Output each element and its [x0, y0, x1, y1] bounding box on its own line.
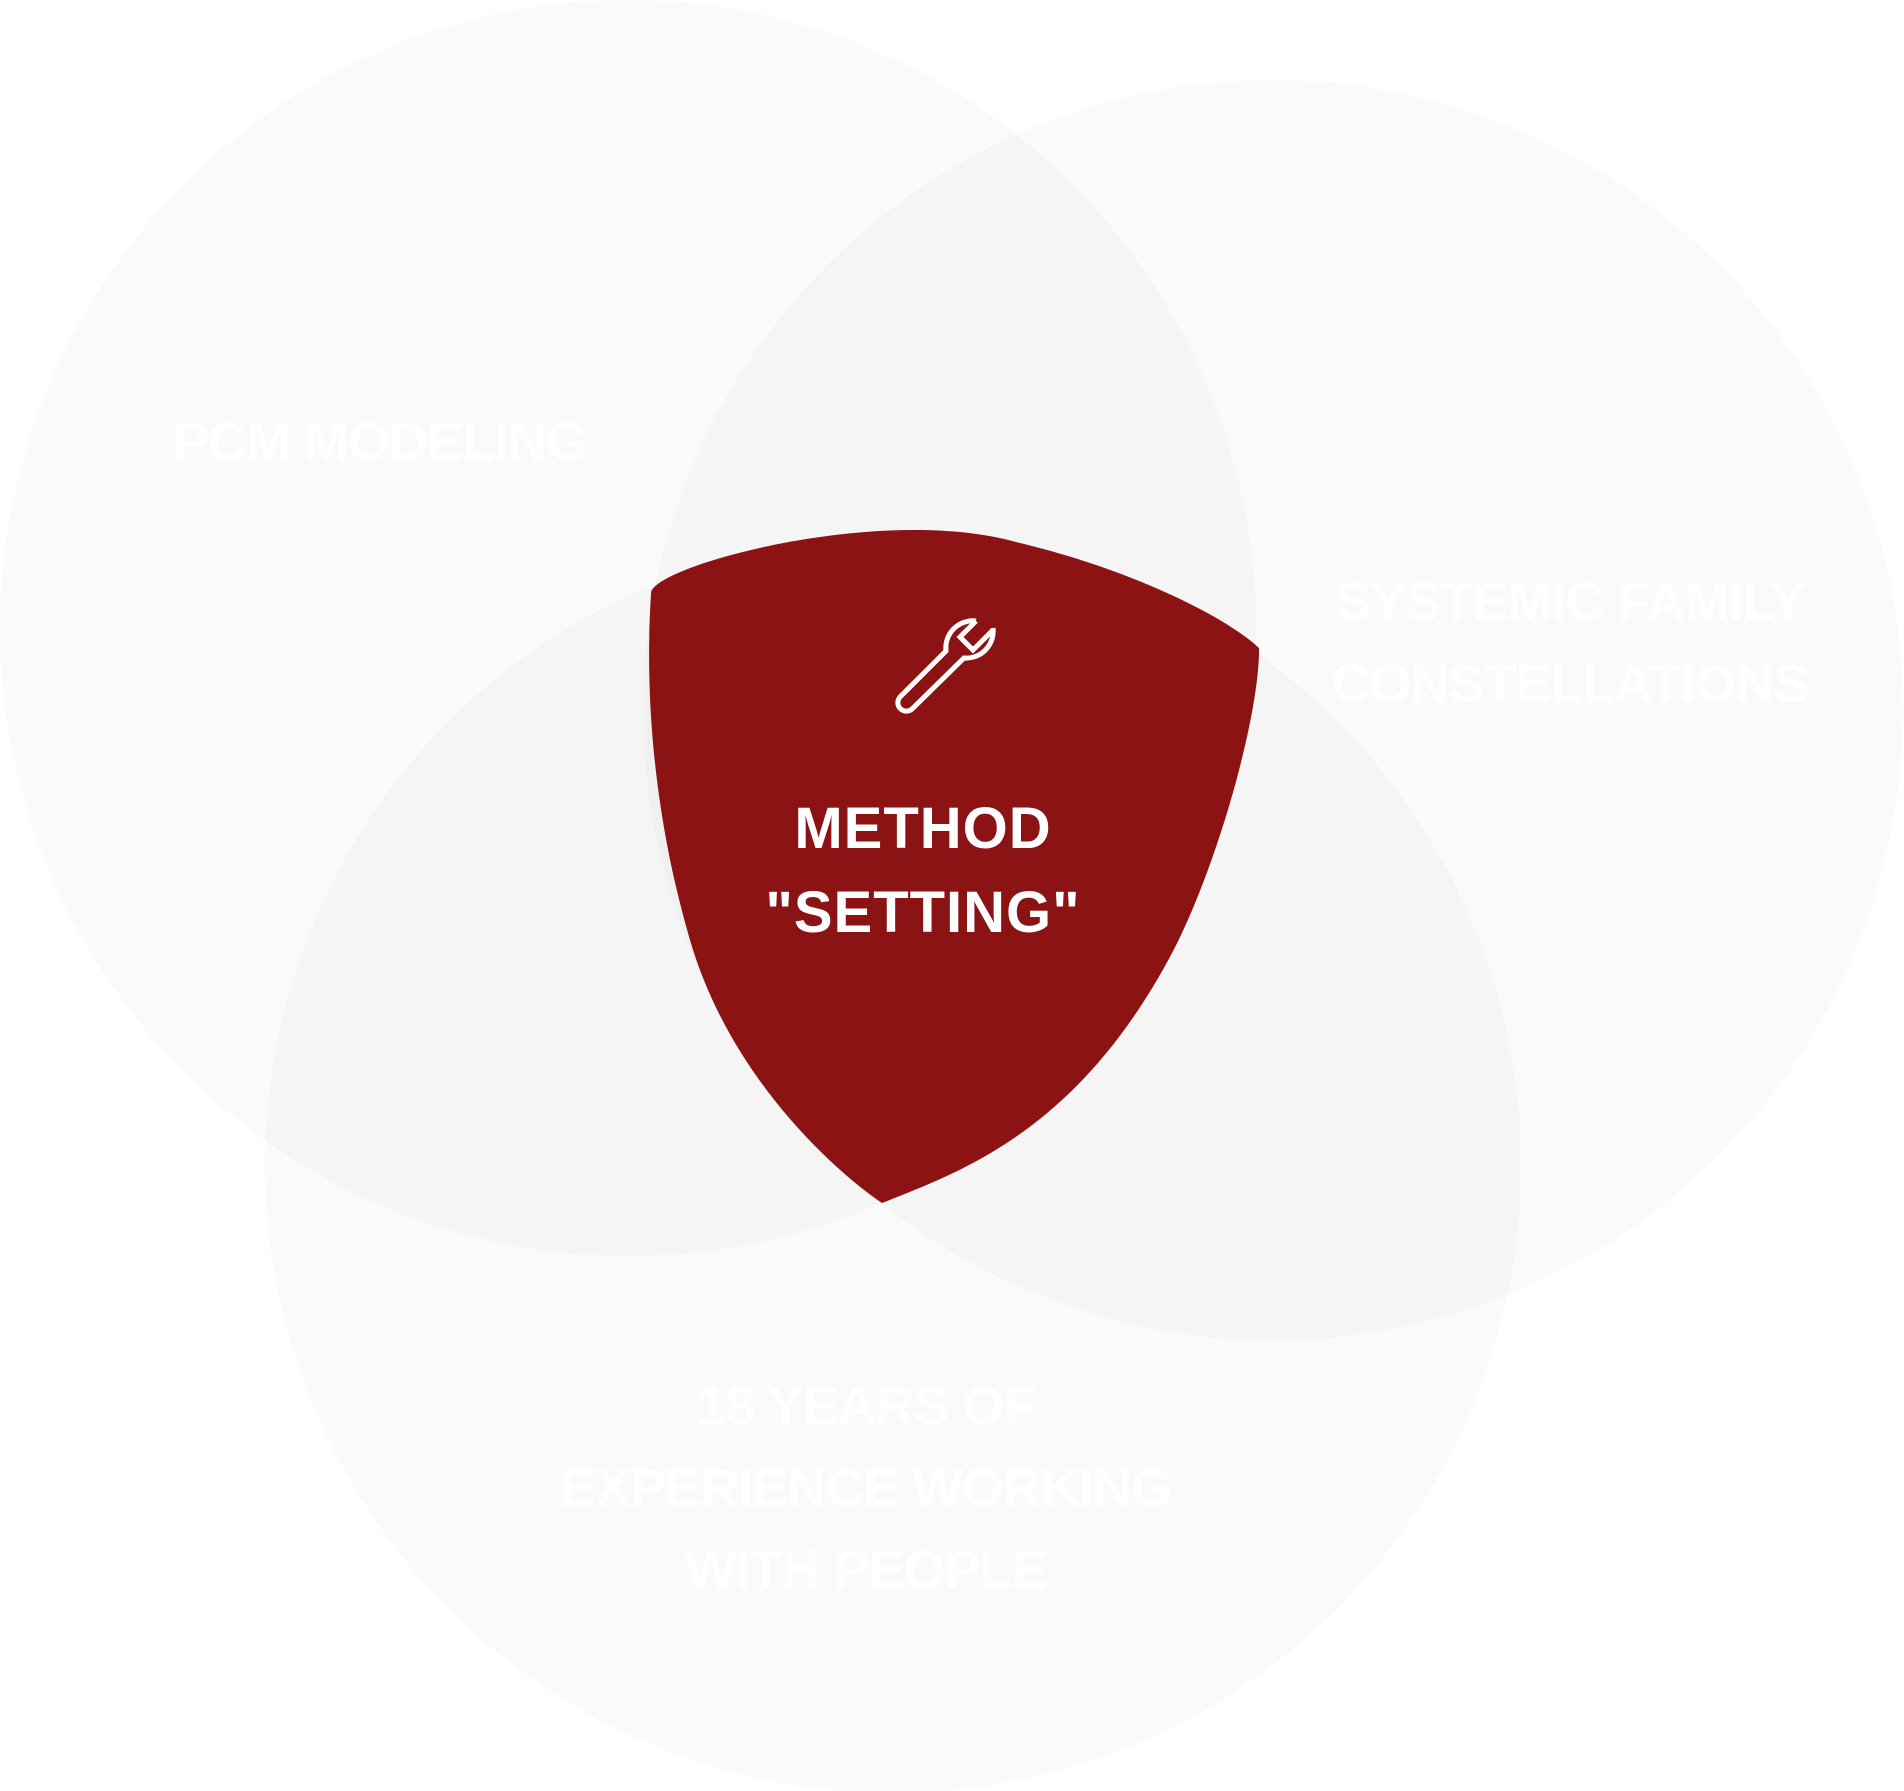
label-constellations-line-1: SYSTEMIC FAMILY — [1335, 572, 1805, 632]
center-label-line-1: METHOD — [794, 796, 1051, 861]
center-intersection — [649, 529, 1260, 1203]
label-experience-line-2: EXPERIENCE WORKING — [560, 1458, 1172, 1518]
wrench-icon — [895, 618, 996, 714]
label-experience-line-3: WITH PEOPLE — [685, 1540, 1046, 1600]
label-pcm-modeling: PCM MODELING — [173, 412, 587, 472]
label-constellations-line-2: CONSTELLATIONS — [1332, 654, 1809, 714]
center-label-line-2: "SETTING" — [765, 880, 1080, 945]
label-experience-line-1: 18 YEARS OF — [696, 1376, 1035, 1436]
